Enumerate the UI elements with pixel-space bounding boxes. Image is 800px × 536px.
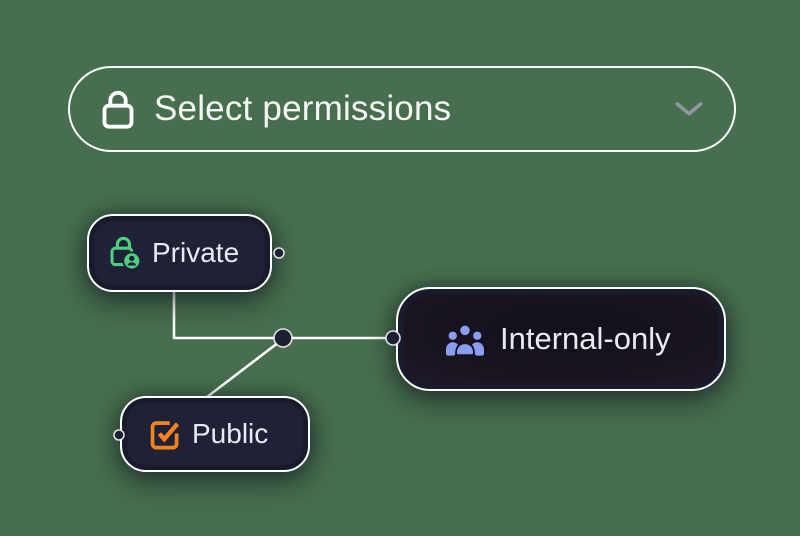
node-public[interactable]: Public bbox=[120, 396, 310, 472]
select-placeholder: Select permissions bbox=[154, 89, 452, 128]
chip-public: Public bbox=[127, 403, 303, 465]
node-label: Public bbox=[192, 418, 269, 449]
chip-private: Private bbox=[94, 221, 265, 285]
check-square-icon bbox=[150, 420, 180, 449]
dot-private-right bbox=[273, 247, 285, 259]
permissions-select[interactable]: Select permissions bbox=[68, 66, 736, 152]
node-label: Internal-only bbox=[500, 321, 671, 356]
node-internal-only[interactable]: Internal-only bbox=[396, 287, 726, 391]
lock-user-icon bbox=[110, 236, 142, 271]
chevron-down-icon[interactable] bbox=[674, 101, 704, 118]
connector-private-internal bbox=[172, 290, 393, 340]
dot-junction bbox=[273, 328, 293, 348]
users-group-icon bbox=[446, 324, 484, 356]
chip-internal-only: Internal-only bbox=[404, 295, 718, 383]
connector-public bbox=[206, 337, 284, 399]
lock-icon bbox=[102, 90, 134, 129]
node-private[interactable]: Private bbox=[87, 214, 272, 292]
node-label: Private bbox=[152, 237, 240, 268]
